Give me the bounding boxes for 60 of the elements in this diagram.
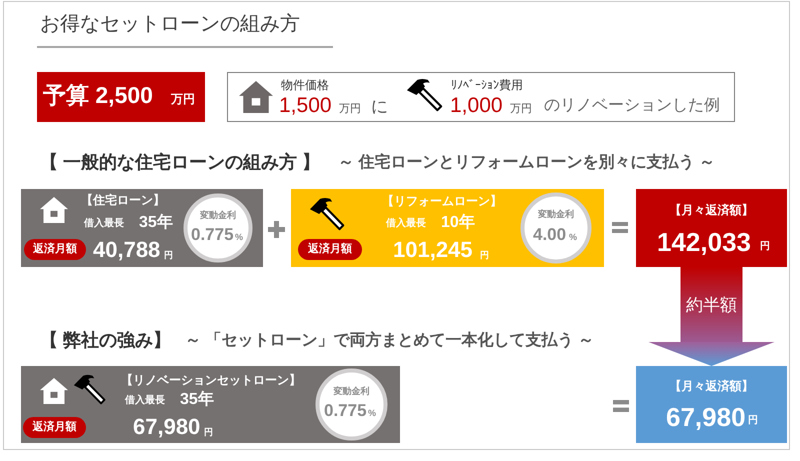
item-label: ﾘﾉﾍﾞｰｼｮﾝ費用 — [451, 79, 523, 91]
rate-label: 変動金利 — [200, 211, 236, 220]
loan-box — [291, 189, 604, 267]
section-subtitle: ～ 「セットローン」で両方まとめて一本化して支払う ～ — [185, 333, 594, 349]
section-heading: 【 弊社の強み】 — [40, 331, 172, 349]
example-text: のリノベーションした例 — [544, 98, 720, 114]
item-label: 物件価格 — [281, 79, 329, 91]
particle-text: に — [371, 98, 388, 115]
unit-label: 万円 — [171, 93, 195, 105]
price-value: 1,000 — [450, 95, 503, 116]
payment-pill: 返済月額 — [298, 239, 362, 260]
price-value: 1,500 — [279, 95, 332, 116]
rate-value: 0.775 — [191, 226, 234, 243]
term-label: 借入最長 — [84, 219, 124, 229]
yen-unit: 円 — [760, 242, 770, 252]
example-box — [227, 72, 735, 122]
unit-label: 万円 — [339, 104, 361, 115]
payment-amount: 67,980 — [133, 416, 200, 438]
edge-label: 約半額 — [686, 296, 737, 313]
rate-value: 4.00 — [533, 226, 566, 243]
rate-circle — [315, 368, 388, 441]
block-arrow — [648, 267, 774, 366]
rate-label: 変動金利 — [538, 210, 574, 219]
result-label: 【月々返済額】 — [670, 204, 754, 216]
page-title: お得なセットローンの組み方 — [40, 14, 300, 34]
payment-pill: 返済月額 — [23, 417, 86, 438]
loan-box — [21, 189, 263, 267]
total-box — [636, 189, 787, 267]
term-value: 35年 — [139, 215, 173, 231]
percent-sign: % — [368, 409, 376, 418]
term-value: 10年 — [441, 215, 475, 231]
term-value: 35年 — [180, 392, 214, 408]
term-label: 借入最長 — [125, 396, 165, 406]
payment-pill: 返済月額 — [24, 239, 86, 260]
term-label: 借入最長 — [386, 219, 426, 229]
rate-value: 0.775 — [324, 402, 367, 419]
section-heading: 【 一般的な住宅ローンの組み方 】 — [40, 153, 320, 171]
percent-sign: % — [569, 233, 578, 242]
rate-circle — [520, 192, 592, 264]
total-amount: 142,033 — [657, 229, 751, 255]
result-label: 【月々返済額】 — [670, 380, 754, 392]
loan-title: 【リノベーションセットローン】 — [121, 374, 301, 386]
total-amount: 67,980 — [666, 404, 746, 430]
yen-unit: 円 — [480, 251, 489, 260]
rate-label: 変動金利 — [334, 387, 370, 396]
loan-title: 【リフォームローン】 — [382, 195, 502, 207]
yen-unit: 円 — [164, 251, 173, 260]
yen-unit: 円 — [748, 416, 758, 426]
budget-amount: 予算 2,500 — [43, 84, 153, 107]
rate-circle — [183, 193, 253, 263]
unit-label: 万円 — [510, 104, 532, 115]
total-box — [636, 366, 787, 443]
payment-amount: 101,245 — [393, 239, 473, 261]
percent-sign: % — [235, 233, 244, 242]
section-subtitle: ～ 住宅ローンとリフォームローンを別々に支払う ～ — [338, 155, 715, 171]
loan-title: 【住宅ローン】 — [81, 194, 165, 206]
budget-box — [37, 72, 205, 122]
payment-amount: 40,788 — [93, 239, 160, 261]
yen-unit: 円 — [204, 428, 213, 437]
loan-box — [21, 366, 400, 443]
